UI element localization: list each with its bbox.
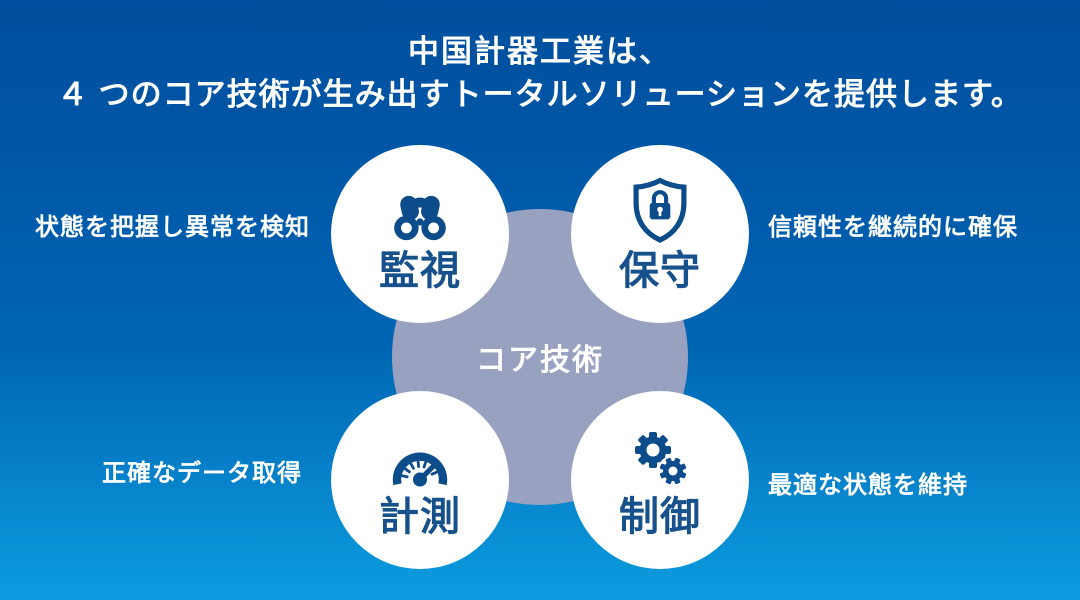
core-technology-label: コア技術 (476, 344, 604, 377)
page-title: 中国計器工業は、 ４ つのコア技術が生み出すトータルソリューションを提供します。 (0, 36, 1080, 110)
tech-circle-measurement: 計測 (331, 391, 509, 569)
tech-label-monitoring: 監視 (379, 249, 461, 293)
tech-circle-monitoring: 監視 (331, 145, 509, 323)
description-control: 最適な状態を維持 (768, 472, 968, 499)
title-line-2: ４ つのコア技術が生み出すトータルソリューションを提供します。 (57, 77, 1023, 112)
tech-circle-maintenance: 保守 (571, 145, 749, 323)
title-line-1: 中国計器工業は、 (408, 34, 672, 69)
description-maintenance: 信頼性を継続的に確保 (768, 214, 1018, 241)
tech-label-control: 制御 (619, 495, 701, 539)
description-measurement: 正確なデータ取得 (102, 460, 302, 487)
description-monitoring: 状態を把握し異常を検知 (35, 214, 310, 241)
binoculars-icon (391, 177, 449, 243)
gauge-icon (390, 423, 450, 489)
tech-circle-control: 制御 (571, 391, 749, 569)
shield-lock-icon (630, 177, 690, 243)
gears-icon (628, 423, 692, 489)
tech-label-maintenance: 保守 (619, 249, 701, 293)
tech-label-measurement: 計測 (379, 495, 461, 539)
